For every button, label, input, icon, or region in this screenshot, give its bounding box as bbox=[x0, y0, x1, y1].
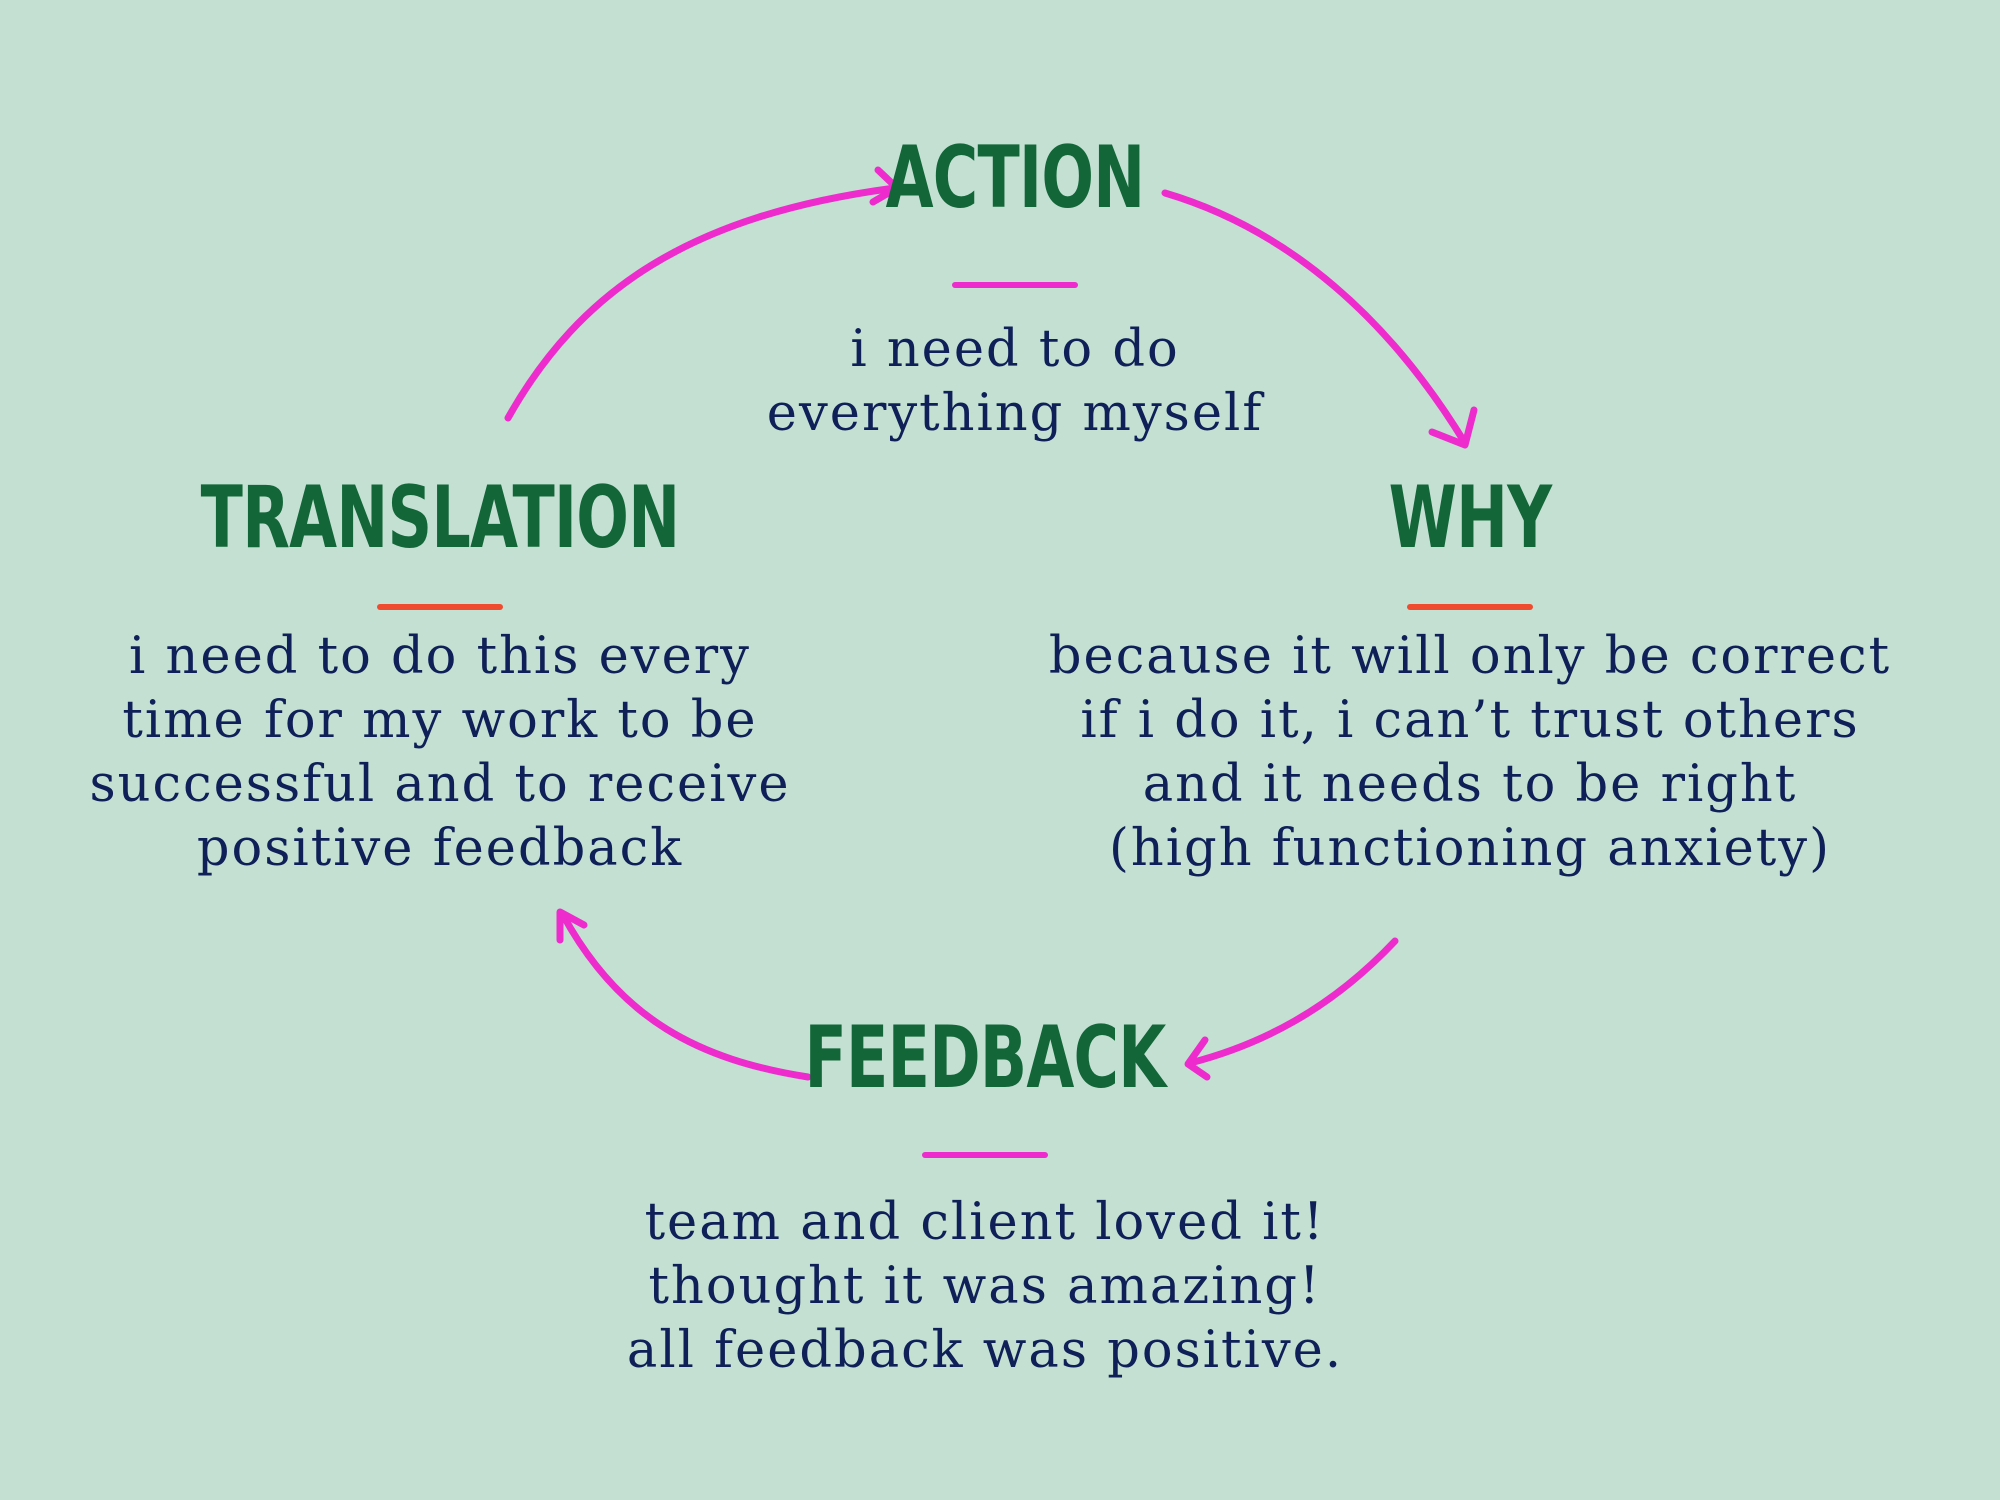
node-action: ACTION i need to do everything myself bbox=[600, 130, 1430, 446]
arrow-why-to-feedback bbox=[1184, 937, 1399, 1081]
arrow-feedback-to-translation bbox=[556, 908, 812, 1081]
translation-text: i need to do this every time for my work… bbox=[89, 627, 791, 878]
action-text: i need to do everything myself bbox=[766, 320, 1264, 443]
action-underline bbox=[952, 282, 1078, 288]
why-heading: WHY bbox=[1388, 468, 1553, 568]
feedback-heading: FEEDBACK bbox=[804, 1008, 1166, 1108]
why-underline bbox=[1407, 604, 1533, 610]
feedback-underline bbox=[922, 1152, 1048, 1158]
feedback-text: team and client loved it! thought it was… bbox=[626, 1193, 1344, 1380]
action-heading: ACTION bbox=[885, 128, 1146, 228]
node-why: WHY because it will only be correct if i… bbox=[965, 470, 1975, 881]
why-text: because it will only be correct if i do … bbox=[1048, 627, 1892, 878]
translation-heading: TRANSLATION bbox=[200, 468, 680, 568]
node-translation: TRANSLATION i need to do this every time… bbox=[30, 470, 850, 881]
arrow-action-to-why bbox=[1161, 189, 1478, 449]
arrow-translation-to-action bbox=[504, 166, 901, 422]
node-feedback: FEEDBACK team and client loved it! thoug… bbox=[560, 1010, 1410, 1383]
translation-underline bbox=[377, 604, 503, 610]
